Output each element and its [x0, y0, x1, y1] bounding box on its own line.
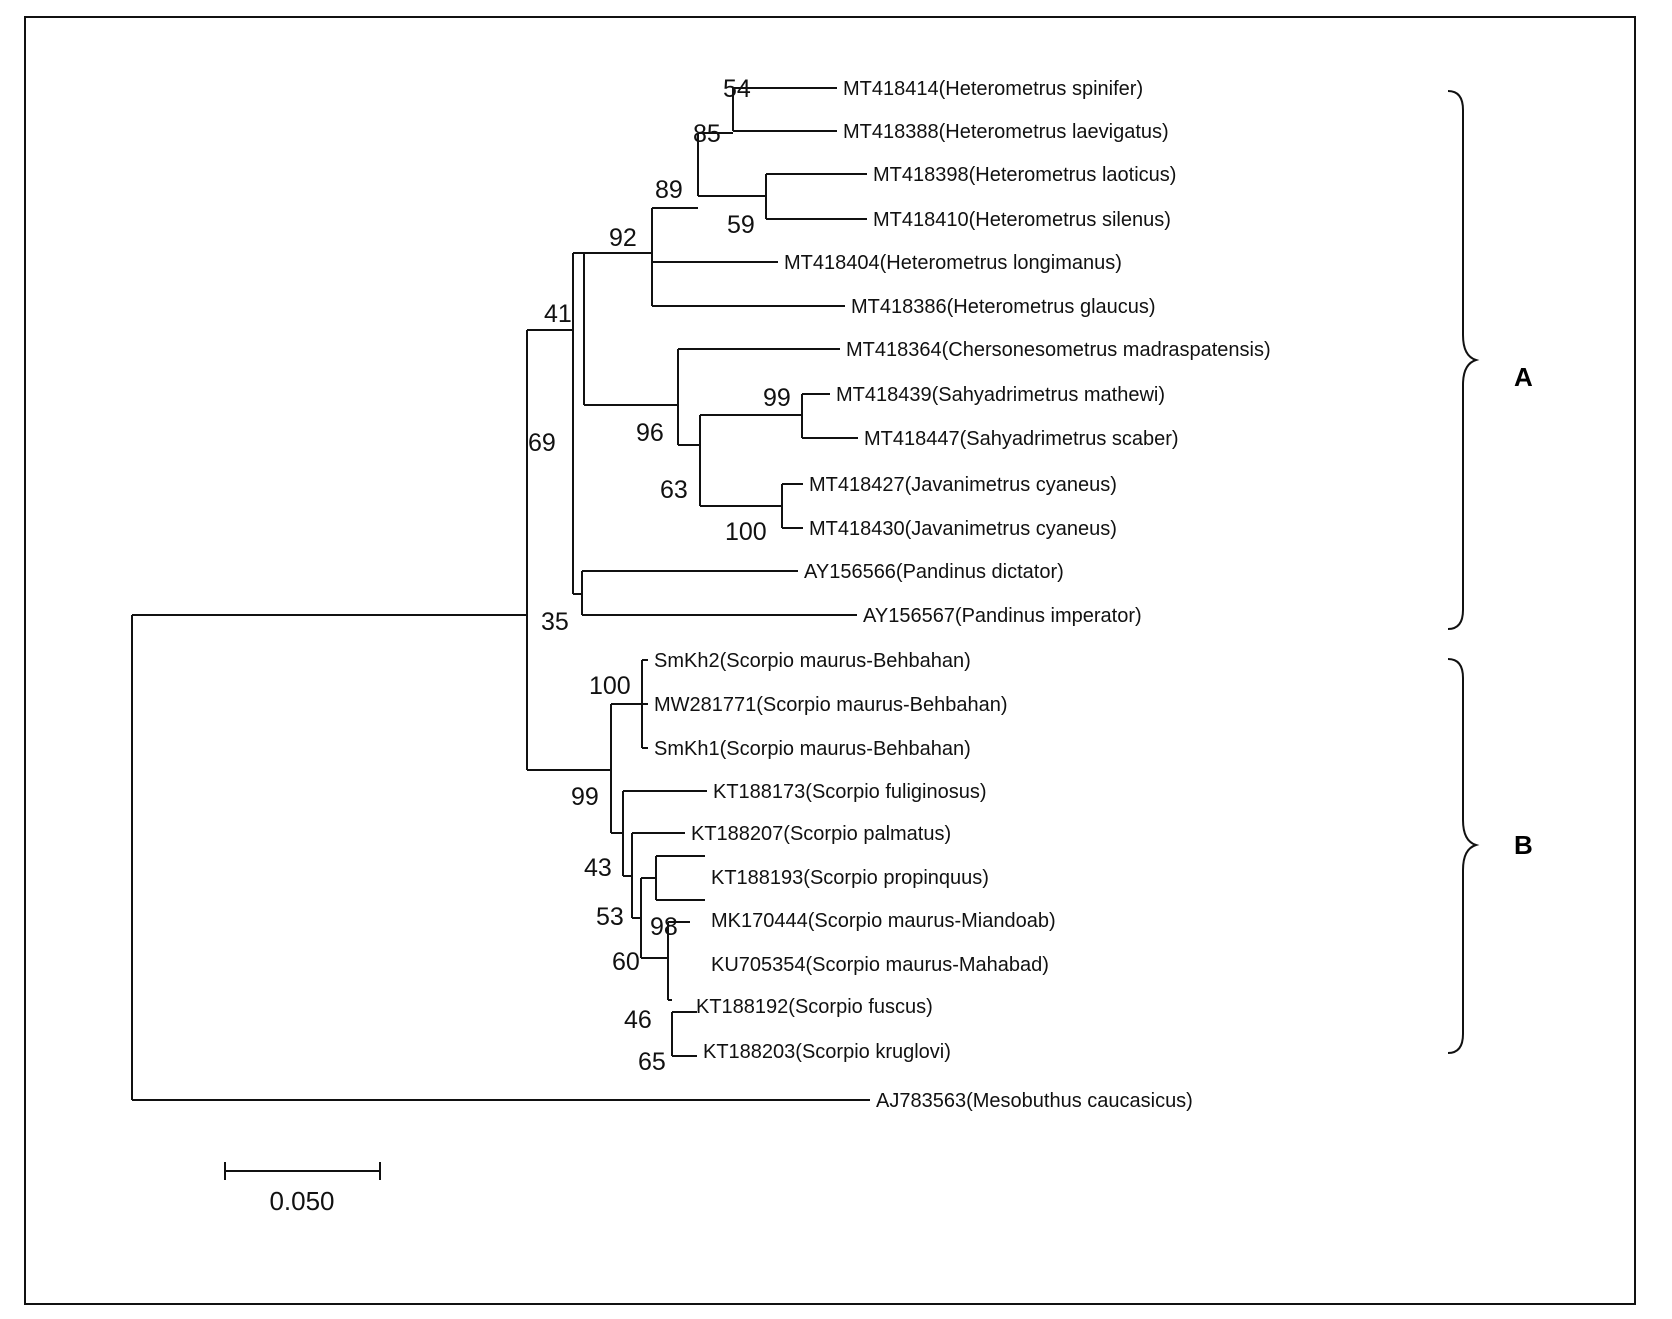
leaf-label: MT418427(Javanimetrus cyaneus): [809, 474, 1117, 496]
bootstrap-value: 92: [609, 224, 637, 252]
bootstrap-value: 99: [571, 783, 599, 811]
leaf-label: AY156567(Pandinus imperator): [863, 605, 1142, 627]
figure-frame: [24, 16, 1636, 1305]
clade-a-label: A: [1514, 362, 1533, 392]
leaf-label: MT418388(Heterometrus laevigatus): [843, 121, 1169, 143]
bootstrap-value: 46: [624, 1006, 652, 1034]
leaf-label: MT418398(Heterometrus laoticus): [873, 164, 1176, 186]
leaf-label: MW281771(Scorpio maurus-Behbahan): [654, 694, 1008, 716]
bootstrap-value: 85: [693, 120, 721, 148]
leaf-label: KT188193(Scorpio propinquus): [711, 867, 989, 889]
bootstrap-value: 53: [596, 903, 624, 931]
leaf-label: MT418386(Heterometrus glaucus): [851, 296, 1156, 318]
leaf-label: SmKh2(Scorpio maurus-Behbahan): [654, 650, 971, 672]
leaf-label: KT188207(Scorpio palmatus): [691, 823, 951, 845]
bootstrap-value: 98: [650, 913, 678, 941]
bootstrap-value: 59: [727, 211, 755, 239]
bootstrap-value: 41: [544, 300, 572, 328]
leaf-labels: MT418414(Heterometrus spinifer) MT418388…: [654, 78, 1271, 1112]
tree-branches: [131, 87, 870, 1101]
leaf-label: MK170444(Scorpio maurus-Miandoab): [711, 910, 1056, 932]
bootstrap-value: 60: [612, 948, 640, 976]
leaf-label: KT188203(Scorpio kruglovi): [703, 1041, 951, 1063]
clade-b-label: B: [1514, 830, 1533, 860]
leaf-label: AJ783563(Mesobuthus caucasicus): [876, 1090, 1193, 1112]
bootstrap-value: 63: [660, 476, 688, 504]
leaf-label: KT188173(Scorpio fuliginosus): [713, 781, 987, 803]
bootstrap-values: 54 85 59 89 92 99 100 63 96 41 35 69 100…: [528, 75, 791, 1076]
clade-brackets: A B: [1447, 90, 1533, 1054]
leaf-label: SmKh1(Scorpio maurus-Behbahan): [654, 738, 971, 760]
leaf-label: MT418404(Heterometrus longimanus): [784, 252, 1122, 274]
bootstrap-value: 100: [589, 672, 631, 700]
bootstrap-value: 43: [584, 854, 612, 882]
bootstrap-value: 99: [763, 384, 791, 412]
bootstrap-value: 69: [528, 429, 556, 457]
bootstrap-value: 100: [725, 518, 767, 546]
leaf-label: MT418364(Chersonesometrus madraspatensis…: [846, 339, 1271, 361]
leaf-label: MT418439(Sahyadrimetrus mathewi): [836, 384, 1165, 406]
clade-b-bracket: [1447, 658, 1480, 1054]
scale-bar-label: 0.050: [269, 1186, 334, 1216]
leaf-label: AY156566(Pandinus dictator): [804, 561, 1064, 583]
leaf-label: MT418410(Heterometrus silenus): [873, 209, 1171, 231]
leaf-label: MT418414(Heterometrus spinifer): [843, 78, 1143, 100]
bootstrap-value: 89: [655, 176, 683, 204]
scale-bar: 0.050: [224, 1162, 381, 1216]
bootstrap-value: 65: [638, 1048, 666, 1076]
bootstrap-value: 96: [636, 419, 664, 447]
leaf-label: MT418447(Sahyadrimetrus scaber): [864, 428, 1179, 450]
clade-a-bracket: [1447, 90, 1480, 630]
bootstrap-value: 35: [541, 608, 569, 636]
leaf-label: KT188192(Scorpio fuscus): [696, 996, 933, 1018]
leaf-label: MT418430(Javanimetrus cyaneus): [809, 518, 1117, 540]
bootstrap-value: 54: [723, 75, 751, 103]
leaf-label: KU705354(Scorpio maurus-Mahabad): [711, 954, 1049, 976]
